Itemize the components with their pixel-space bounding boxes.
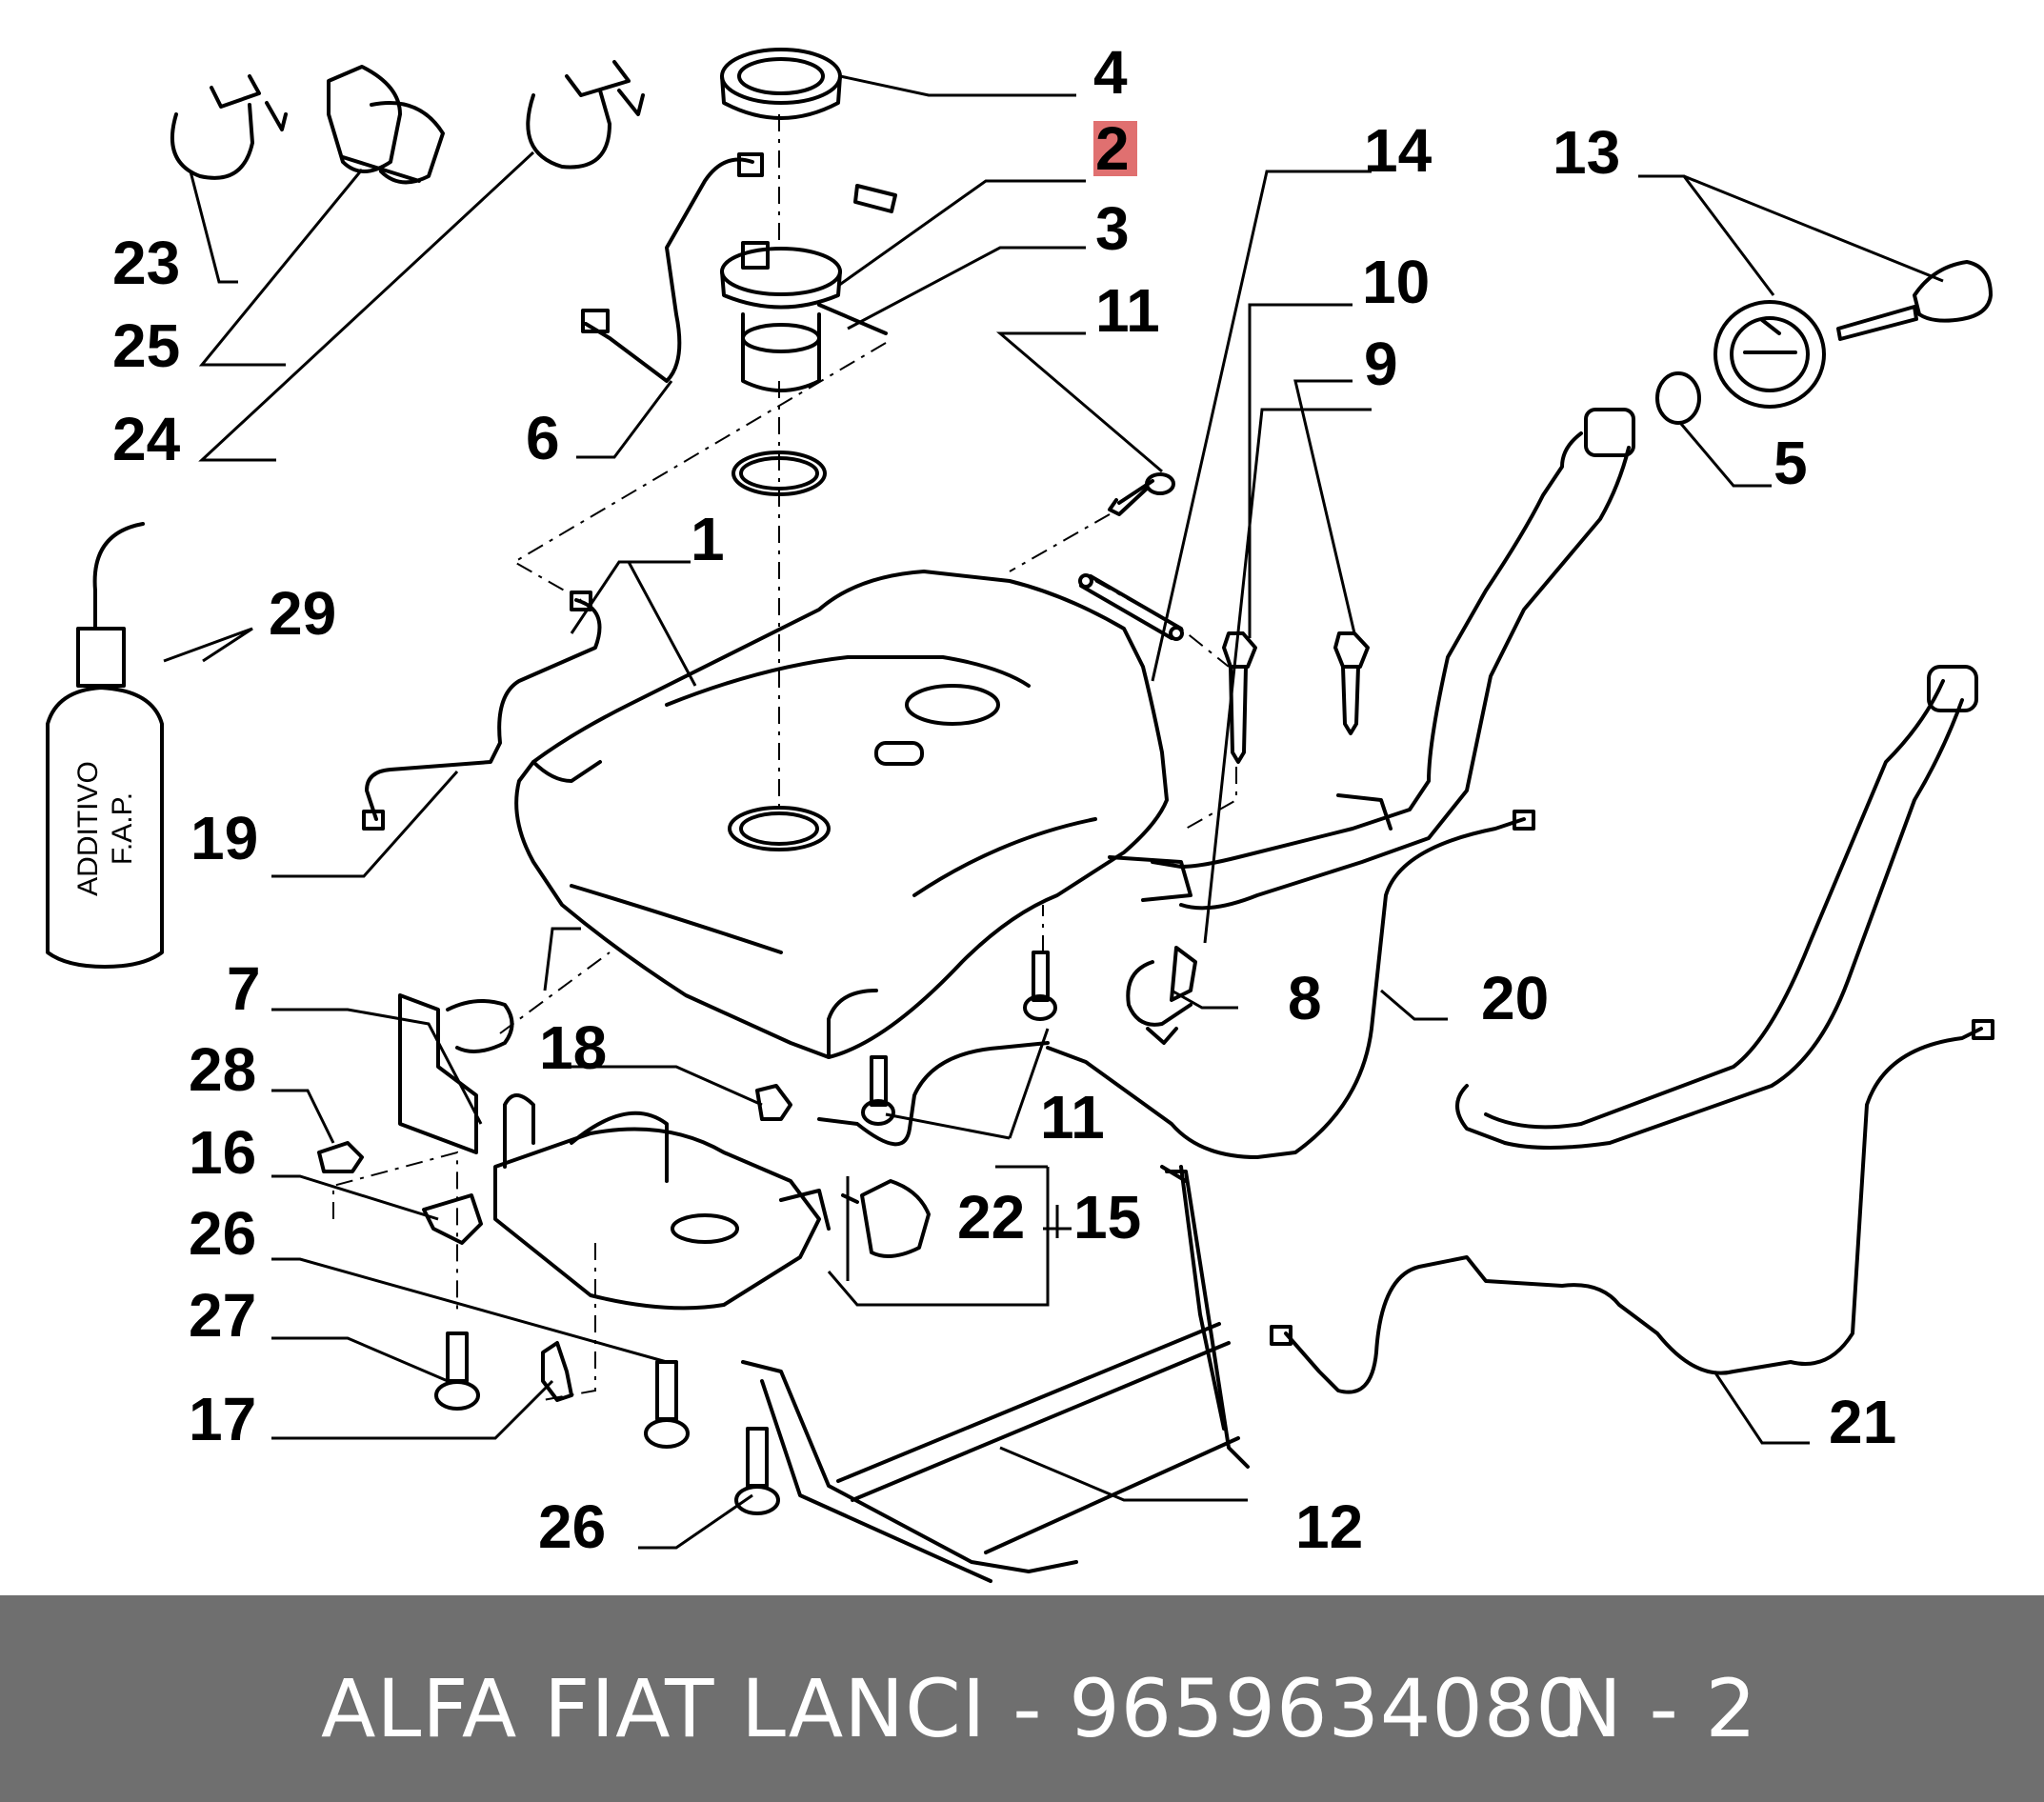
fuel-tank-part bbox=[514, 570, 1169, 1059]
clip-8-part bbox=[1126, 946, 1197, 1045]
callout-25: 25 bbox=[112, 311, 180, 380]
callout-22: 22 bbox=[957, 1183, 1025, 1251]
callout-18: 18 bbox=[539, 1013, 607, 1082]
callout-9: 9 bbox=[1364, 330, 1398, 398]
bracket-16-part bbox=[422, 1193, 483, 1245]
bracket-18-part bbox=[755, 1084, 792, 1121]
exploded-parts-diagram: 4 2 3 11 14 10 9 13 5 6 1 23 25 24 29 19… bbox=[46, 38, 1994, 1583]
callout-2-highlight bbox=[1093, 121, 1137, 176]
callout-24: 24 bbox=[112, 405, 181, 473]
sender-harness-part bbox=[362, 591, 602, 831]
bolt-27-part bbox=[434, 1331, 480, 1411]
callout-8: 8 bbox=[1288, 964, 1322, 1032]
callout-7: 7 bbox=[227, 954, 261, 1023]
callout-26-left: 26 bbox=[189, 1199, 256, 1268]
filler-pipe-alt-part bbox=[1455, 665, 1978, 1150]
clip-part-23 bbox=[170, 74, 288, 180]
fuel-key-part bbox=[1836, 260, 1993, 341]
callout-1: 1 bbox=[691, 505, 725, 573]
screw-10-part bbox=[1222, 631, 1257, 764]
fuel-pump-module-part bbox=[720, 184, 897, 392]
bottle-label-line2: F.A.P. bbox=[107, 792, 138, 865]
clip-part-24 bbox=[526, 60, 645, 170]
harness-20-part bbox=[1046, 810, 1535, 1159]
axis-line-bracket bbox=[499, 951, 611, 1034]
footer-part-number: ALFA FIAT LANCI - 9659634080 bbox=[321, 1662, 1588, 1755]
axis-line-canister bbox=[332, 1151, 458, 1314]
filler-pipe-part bbox=[1108, 408, 1635, 911]
callout-29: 29 bbox=[269, 579, 336, 648]
bottle-label-line1: ADDITIVO bbox=[72, 761, 104, 896]
callout-26-bottom: 26 bbox=[538, 1492, 606, 1561]
axis-line-strap bbox=[1094, 580, 1230, 668]
canister-hose-part bbox=[817, 1041, 1050, 1147]
harness-21-part bbox=[1270, 1019, 1994, 1394]
valve-22-part bbox=[841, 1179, 931, 1258]
locking-ring-part bbox=[720, 48, 842, 120]
fuel-cap-part bbox=[1713, 300, 1826, 409]
callout-6: 6 bbox=[526, 404, 560, 472]
additive-bottle-part bbox=[46, 522, 164, 969]
callout-13: 13 bbox=[1553, 118, 1620, 187]
callout-16: 16 bbox=[189, 1118, 256, 1187]
callout-5: 5 bbox=[1773, 429, 1808, 497]
nut-28-part bbox=[317, 1141, 364, 1173]
axis-line-harness bbox=[512, 342, 887, 601]
callout-4: 4 bbox=[1093, 38, 1128, 107]
callout-12: 12 bbox=[1295, 1492, 1363, 1561]
callout-20: 20 bbox=[1481, 964, 1549, 1032]
canister-15-part bbox=[493, 1093, 831, 1311]
callout-21: 21 bbox=[1829, 1388, 1896, 1456]
axis-line-canister-low bbox=[542, 1243, 596, 1401]
axis-line-screw10 bbox=[1185, 767, 1237, 830]
callout-14: 14 bbox=[1364, 116, 1433, 185]
callout-19: 19 bbox=[190, 804, 258, 872]
footer-bar: ALFA FIAT LANCI - 9659634080 N - 2 bbox=[0, 1595, 2044, 1802]
callout-3: 3 bbox=[1095, 194, 1130, 263]
pump-harness-part bbox=[581, 152, 764, 383]
callout-17: 17 bbox=[189, 1385, 256, 1453]
bolt-11-upper-part bbox=[1108, 472, 1175, 516]
callout-15: 15 bbox=[1073, 1183, 1141, 1251]
footer-page-indicator: N - 2 bbox=[1562, 1662, 1757, 1755]
callout-11-lower: 11 bbox=[1040, 1083, 1105, 1151]
callout-23: 23 bbox=[112, 229, 180, 297]
callout-28: 28 bbox=[189, 1035, 256, 1104]
callout-27: 27 bbox=[189, 1281, 256, 1350]
bolt-26a-part bbox=[644, 1360, 690, 1449]
callout-10: 10 bbox=[1362, 248, 1430, 316]
bolt-26b-part bbox=[734, 1427, 780, 1515]
clip-part-25 bbox=[327, 65, 445, 185]
callout-2: 2 bbox=[1095, 114, 1130, 183]
callout-11-upper: 11 bbox=[1095, 276, 1160, 345]
filler-gasket-part bbox=[1655, 371, 1701, 425]
